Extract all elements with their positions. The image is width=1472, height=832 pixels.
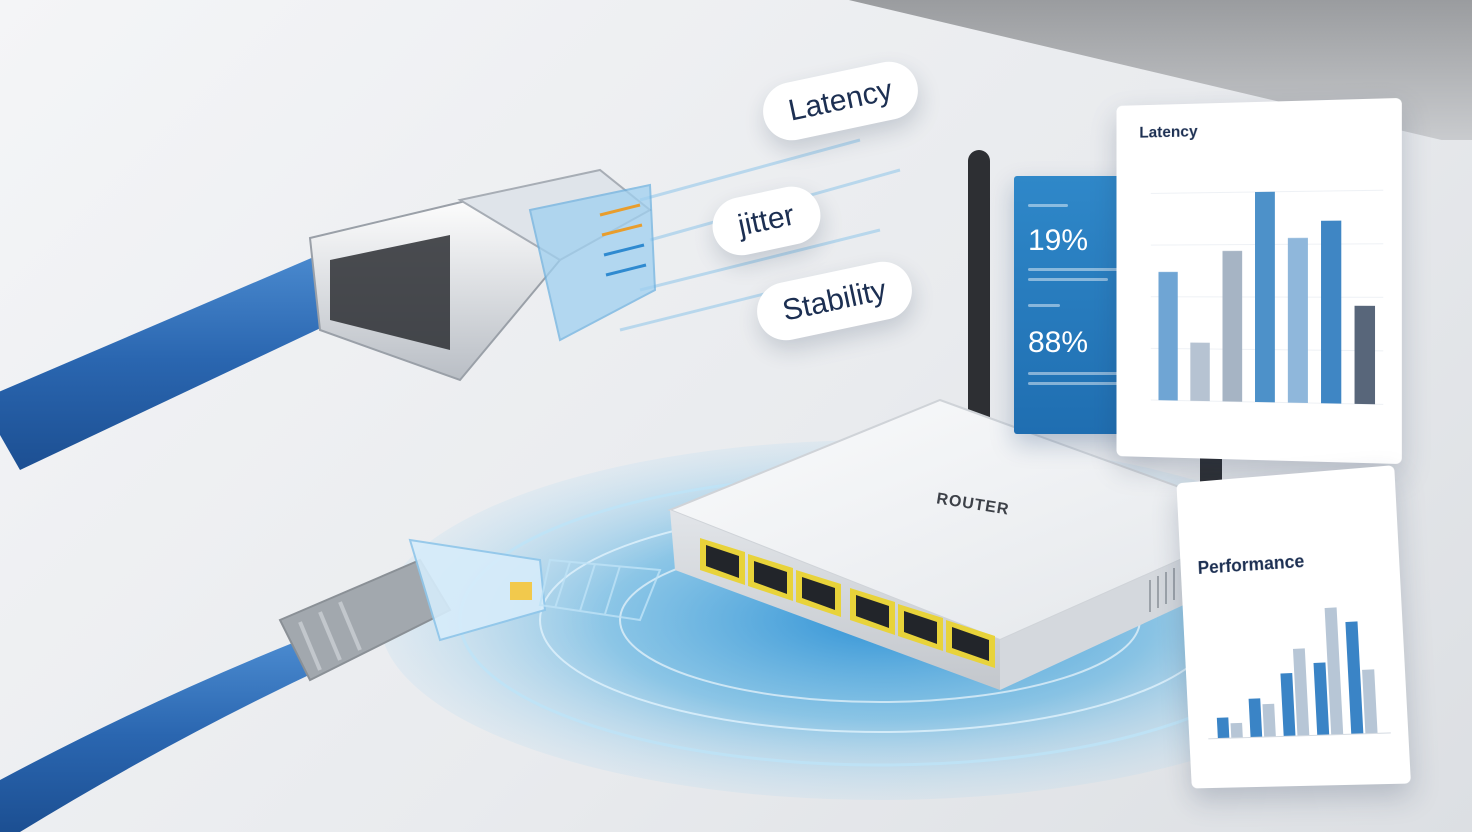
lower-rj45-connector (278, 538, 547, 682)
ethernet-ports (700, 538, 995, 668)
left-antenna (968, 150, 990, 480)
latency-bar (1158, 271, 1178, 401)
upper-cable (0, 250, 380, 470)
performance-card: Performance (1176, 465, 1411, 789)
secondary-stat: 88% (1028, 326, 1089, 359)
latency-bar (1287, 237, 1308, 403)
performance-bar (1230, 722, 1243, 739)
performance-bar (1262, 703, 1276, 738)
performance-bar (1248, 698, 1263, 738)
upper-rj45-connector (308, 168, 657, 382)
latency-bar (1321, 220, 1342, 404)
lower-cable (0, 640, 330, 832)
performance-bar (1216, 717, 1230, 739)
performance-bar (1345, 621, 1364, 735)
performance-bar-chart (1176, 607, 1411, 788)
latency-bar-chart (1117, 98, 1402, 464)
performance-bar (1280, 673, 1296, 737)
performance-bar (1362, 669, 1378, 734)
latency-chart-title: Latency (1139, 123, 1198, 142)
latency-bar (1255, 191, 1275, 403)
hologram-grid (538, 558, 662, 622)
latency-bar (1354, 305, 1376, 405)
primary-stat: 19% (1028, 224, 1089, 257)
latency-chart-card: Latency (1116, 97, 1402, 465)
latency-bar (1190, 342, 1210, 402)
performance-bar (1292, 648, 1310, 736)
performance-bar (1313, 662, 1330, 736)
latency-bar (1222, 250, 1243, 402)
